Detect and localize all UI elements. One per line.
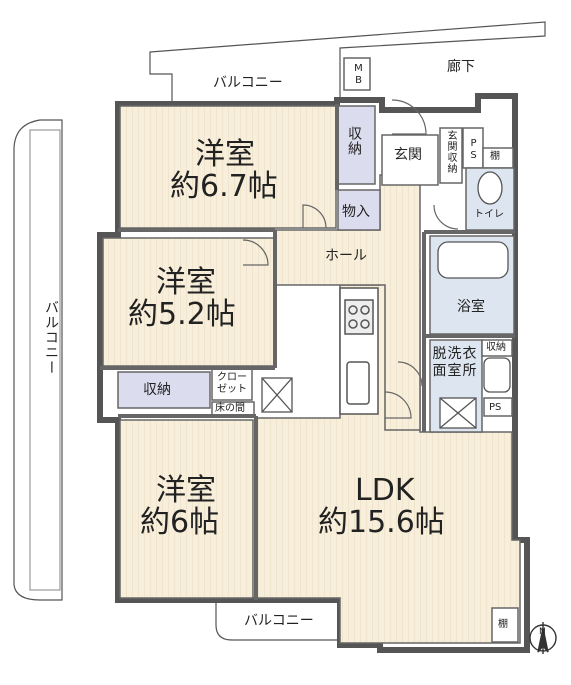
washbasin (483, 357, 511, 393)
ldk-name: LDK (355, 473, 415, 508)
fixtures (261, 171, 511, 429)
western3-floor (119, 419, 254, 599)
western2-name: 洋室 (156, 265, 216, 300)
western1-name: 洋室 (195, 137, 255, 172)
storage-wash-label: 収納 (486, 342, 506, 353)
dressing-label: 脱洗衣面室所 (432, 346, 478, 379)
storage-top-area (336, 105, 376, 185)
shelf-bottom-label: 棚 (498, 619, 508, 630)
storage-left-label: 収納 (143, 382, 171, 398)
ldk-size: 約15.6帖 (318, 505, 445, 540)
interior-walls (100, 104, 515, 600)
western3-name: 洋室 (156, 473, 216, 508)
ps-bottom-area (483, 397, 513, 417)
outer-walls (97, 93, 530, 653)
entrance-floor (381, 134, 439, 186)
storage-left-area (117, 371, 211, 409)
doors (242, 99, 459, 419)
closet-small-area (337, 189, 381, 231)
storage-wash-area (481, 339, 513, 357)
north-arrow (529, 622, 557, 654)
shelf-bottom-area (491, 607, 519, 643)
hall-label: ホール (325, 248, 367, 264)
storage-top-label: 収納 (346, 126, 362, 156)
mb-area (343, 57, 371, 91)
balcony-top-label: バルコニー (213, 75, 283, 91)
entrance-storage-label: 玄関収納 (445, 130, 456, 174)
toilet-bowl (477, 171, 503, 205)
entrance-label: 玄関 (394, 147, 422, 163)
closet-label: クローゼット (217, 372, 247, 395)
closet-small-label: 物入 (342, 204, 370, 220)
tokonoma-label: 床の間 (215, 403, 245, 414)
balcony-bottom-label: バルコニー (244, 613, 314, 629)
kitchen-counter (339, 287, 379, 415)
corridor-label: 廊下 (447, 59, 475, 75)
closet-area (211, 367, 253, 401)
shelf-top-label: 棚 (490, 151, 500, 162)
western1-size: 約6.7帖 (170, 169, 278, 204)
toilet-label: トイレ (474, 209, 504, 220)
balcony-left-label: バルコニー (43, 300, 59, 375)
bathroom-label: 浴室 (457, 299, 485, 315)
western3-size: 約6帖 (140, 505, 220, 540)
balcony-outlines (13, 21, 546, 641)
ps-bottom-label: PS (489, 402, 502, 413)
bathtub (437, 241, 509, 279)
north-label: N (539, 627, 546, 637)
entrance-storage-area (439, 127, 463, 184)
ps-top-label: PS (468, 138, 479, 162)
mb-label: MB (353, 63, 364, 87)
western2-size: 約5.2帖 (128, 297, 236, 332)
